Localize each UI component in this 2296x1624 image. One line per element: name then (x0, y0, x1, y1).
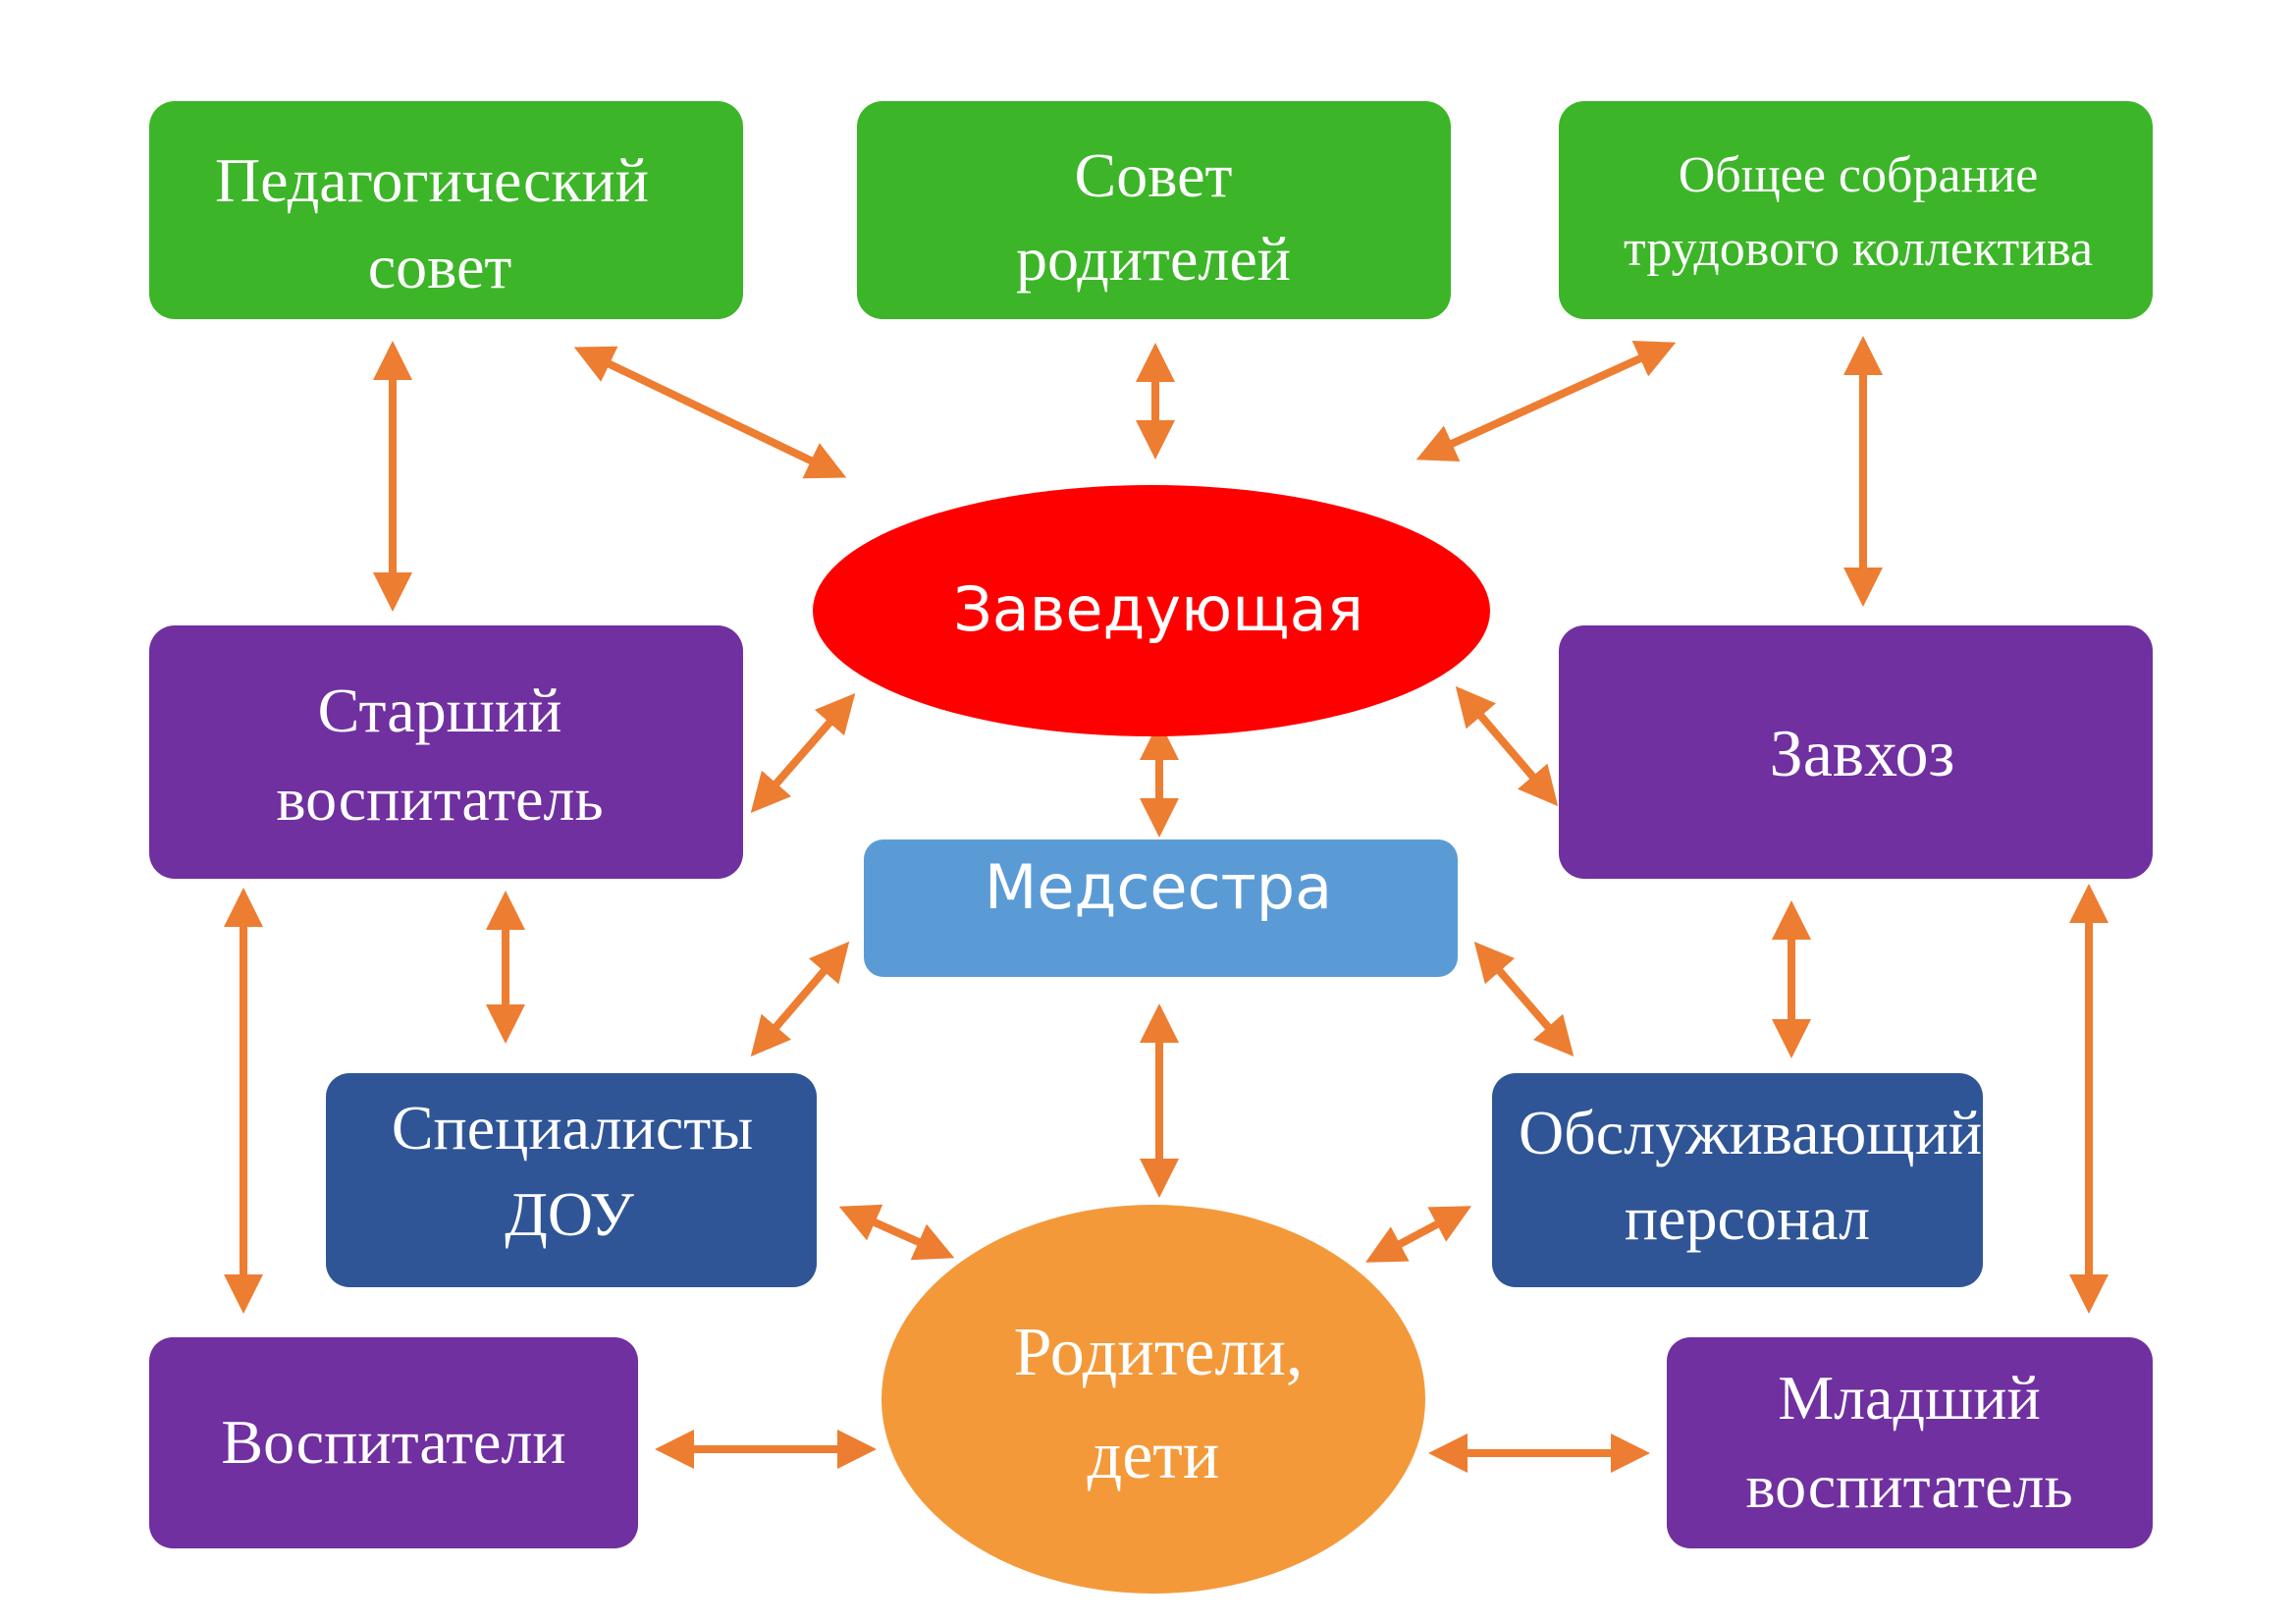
svg-text:Медсестра: Медсестра (985, 851, 1332, 923)
node-obsluzhivayushchiy: Обслуживающий персонал (1492, 1073, 1983, 1287)
node-starshiy-vospitatel: Старший воспитатель (149, 625, 743, 879)
node-starshiy-line-1: Старший (318, 676, 562, 745)
svg-text:дети: дети (1088, 1418, 1220, 1493)
node-sovet-roditeley: Совет родителей (857, 101, 1451, 319)
node-zaveduyushchaya: Заведующая (813, 485, 1490, 736)
svg-text:Специалисты: Специалисты (392, 1093, 753, 1163)
svg-text:трудового коллектива: трудового коллектива (1624, 221, 2093, 277)
svg-text:Родители,: Родители, (1014, 1315, 1304, 1390)
svg-text:воспитатель: воспитатель (276, 764, 603, 834)
node-vospitateli: Воспитатели (149, 1337, 638, 1548)
svg-text:совет: совет (368, 232, 512, 301)
node-pedsovet: Педагогический совет (149, 101, 743, 319)
svg-text:Заведующая: Заведующая (953, 573, 1363, 645)
node-mladshiy-line-2: воспитатель (1745, 1451, 2072, 1521)
svg-text:Воспитатели: Воспитатели (221, 1407, 565, 1477)
node-obsluzhivayushchiy-line-1: Обслуживающий (1519, 1098, 1982, 1167)
node-zavkhoz: Завхоз (1559, 625, 2153, 879)
arrow-medsestra-specialisty (750, 941, 850, 1057)
svg-text:Старший: Старший (318, 676, 562, 745)
svg-text:Общее собрание: Общее собрание (1679, 147, 2039, 203)
node-sovet-roditeley-line-1: Совет (1075, 140, 1233, 210)
node-obshchee-sobranie: Общее собрание трудового коллектива (1559, 101, 2153, 319)
node-starshiy-line-2: воспитатель (276, 764, 603, 834)
connector-arrows (224, 336, 2109, 1473)
node-zavkhoz-line-1: Завхоз (1770, 716, 1955, 790)
svg-text:Совет: Совет (1075, 140, 1233, 210)
arrow-medsestra-obsluzhivayushchiy (1473, 941, 1575, 1057)
node-obshchee-sobranie-line-2: трудового коллектива (1624, 221, 2093, 277)
arrow-pedsovet-zaveduyushchaya (573, 346, 847, 479)
node-pedsovet-line-1: Педагогический (215, 145, 649, 215)
arrow-obsluzhivayushchiy-roditeli (1364, 1206, 1472, 1263)
node-pedsovet-line-2: совет (368, 232, 512, 301)
node-specialisty-line-1: Специалисты (392, 1093, 753, 1163)
svg-text:Обслуживающий: Обслуживающий (1519, 1098, 1982, 1167)
node-medsestra: Медсестра (864, 839, 1458, 977)
svg-text:родителей: родителей (1016, 224, 1291, 294)
node-specialisty-line-2: ДОУ (505, 1179, 634, 1249)
node-mladshiy-line-1: Младший (1778, 1363, 2041, 1433)
svg-text:Младший: Младший (1778, 1363, 2041, 1433)
node-vospitateli-line-1: Воспитатели (221, 1407, 565, 1477)
node-medsestra-line-1: Медсестра (985, 851, 1332, 923)
node-zaveduyushchaya-line-1: Заведующая (953, 573, 1363, 645)
node-sovet-roditeley-line-2: родителей (1016, 224, 1291, 294)
svg-text:ДОУ: ДОУ (505, 1179, 634, 1249)
node-roditeli-line-2: дети (1088, 1418, 1220, 1493)
arrow-specialisty-roditeli (838, 1204, 955, 1261)
arrow-obshchee-sobranie-zaveduyushchaya (1415, 340, 1677, 462)
svg-text:воспитатель: воспитатель (1745, 1451, 2072, 1521)
svg-text:персонал: персонал (1625, 1183, 1870, 1253)
arrow-zaveduyushchaya-zavkhoz (1455, 685, 1559, 807)
node-roditeli-line-1: Родители, (1014, 1315, 1304, 1390)
node-specialisty: Специалисты ДОУ (326, 1073, 817, 1287)
node-mladshiy-vospitatel: Младший воспитатель (1667, 1337, 2153, 1548)
arrow-zaveduyushchaya-starshiy (750, 692, 856, 814)
node-obshchee-sobranie-line-1: Общее собрание (1679, 147, 2039, 203)
svg-text:Педагогический: Педагогический (215, 145, 649, 215)
node-obsluzhivayushchiy-line-2: персонал (1625, 1183, 1870, 1253)
node-roditeli-deti: Родители, дети (881, 1205, 1425, 1594)
svg-text:Завхоз: Завхоз (1770, 716, 1955, 790)
